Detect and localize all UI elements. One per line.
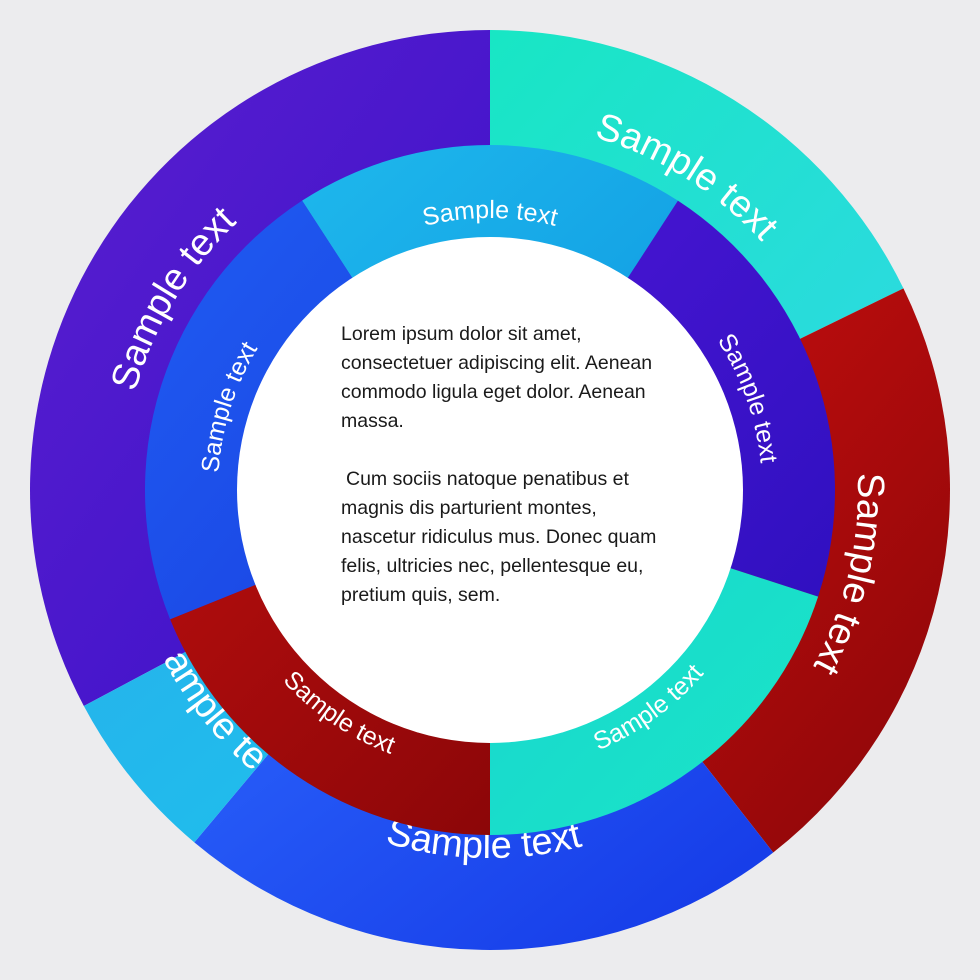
center-text-block: Lorem ipsum dolor sit amet, consectetuer…: [341, 320, 671, 610]
center-circle: [237, 237, 743, 743]
center-paragraph-2: Cum sociis natoque penatibus et magnis d…: [341, 468, 657, 606]
center-paragraph-1: Lorem ipsum dolor sit amet, consectetuer…: [341, 323, 653, 432]
